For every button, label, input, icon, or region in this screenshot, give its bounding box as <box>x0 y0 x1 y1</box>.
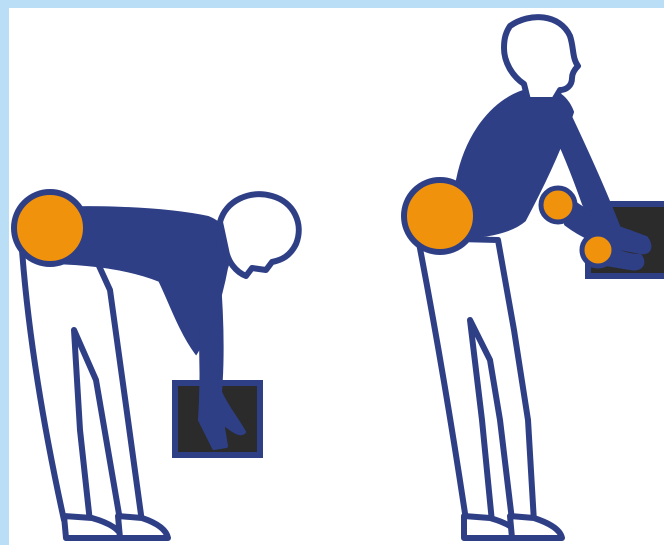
right-figure-head <box>504 17 578 100</box>
left-figure-front-foot <box>118 516 168 538</box>
right-figure-elbow-joint <box>541 188 575 222</box>
left-figure-head <box>220 194 299 276</box>
right-figure-legs <box>418 238 534 522</box>
figure-bent-back-lift <box>14 192 299 538</box>
left-figure-legs <box>22 250 142 522</box>
left-figure-hip-joint <box>14 192 86 264</box>
right-figure-front-foot <box>510 516 562 538</box>
right-figure-hip-joint <box>404 180 476 252</box>
right-figure-wrist-joint <box>582 234 614 266</box>
left-figure-back-foot <box>64 516 122 538</box>
figure-upright-hip-hinge <box>404 17 664 538</box>
